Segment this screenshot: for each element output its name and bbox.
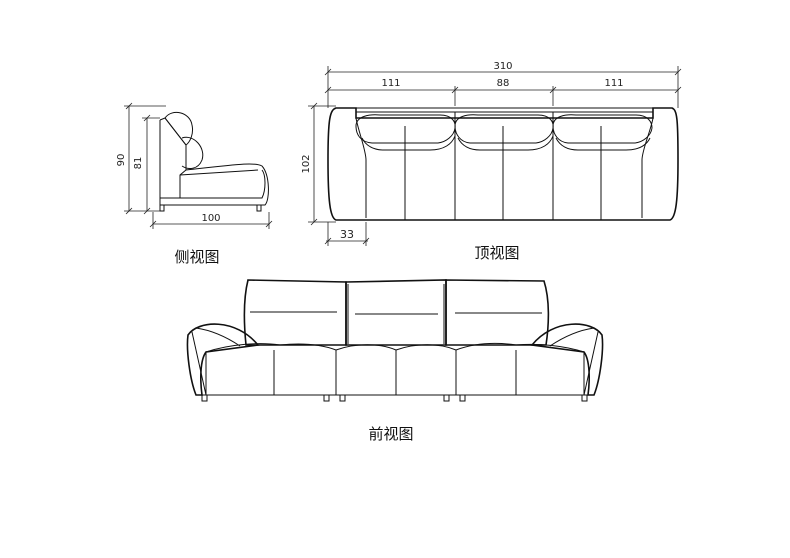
svg-text:310: 310 (493, 61, 512, 72)
top-back-cushion-1 (355, 114, 456, 144)
front-leg-3 (339, 394, 346, 402)
front-arm-right-edge (583, 331, 599, 396)
dim-top-segments: 111 88 111 (324, 78, 682, 106)
side-seat-inner (180, 169, 266, 199)
front-seat (205, 342, 585, 396)
top-cushion-shade-3 (555, 137, 651, 151)
top-cushion-shade-2 (457, 135, 554, 151)
side-back-frame (159, 117, 187, 170)
svg-text:111: 111 (381, 78, 400, 89)
dim-side-depth: 100 (149, 212, 273, 229)
front-leg-1 (201, 394, 208, 402)
side-seat-top (179, 169, 259, 176)
front-view-label: 前视图 (368, 425, 413, 443)
top-outer (327, 107, 679, 221)
front-view: 前视图 (186, 279, 604, 443)
front-leg-2 (323, 394, 330, 402)
front-leg-5 (459, 394, 466, 402)
top-back-cushion-3 (552, 114, 653, 144)
svg-text:88: 88 (497, 78, 510, 89)
svg-text:111: 111 (604, 78, 623, 89)
front-arm-right (530, 323, 604, 396)
dim-top-arm-width: 33 (324, 222, 370, 246)
side-back-cushion-upper (164, 111, 193, 146)
top-cushion-shade-1 (361, 135, 456, 151)
svg-text:81: 81 (133, 157, 144, 170)
side-leg-back (256, 204, 262, 212)
svg-text:90: 90 (116, 154, 127, 167)
front-arm-left-curve (195, 327, 241, 347)
side-seat-arm (159, 163, 269, 206)
top-view-label: 顶视图 (474, 244, 519, 262)
side-view: 90 81 100 侧视图 (116, 102, 273, 266)
dim-side-height-back: 81 (133, 114, 160, 215)
front-back-cushion-2 (345, 279, 447, 346)
front-leg-6 (581, 394, 588, 402)
top-arm-right-inner (641, 117, 654, 218)
dim-top-depth: 102 (301, 102, 336, 226)
dim-side-height-total: 90 (116, 102, 166, 215)
front-arm-left (186, 323, 260, 396)
svg-text:33: 33 (340, 228, 354, 241)
side-view-label: 侧视图 (174, 248, 219, 266)
dim-top-width-total: 310 (324, 61, 682, 108)
top-back-cushion-2 (454, 114, 554, 144)
front-leg-4 (443, 394, 450, 402)
svg-text:102: 102 (301, 154, 312, 173)
front-arm-left-edge (191, 331, 207, 396)
svg-text:100: 100 (201, 213, 220, 224)
front-arm-right-curve (549, 327, 595, 347)
top-view: 310 111 88 111 102 (301, 61, 682, 262)
side-leg-front (159, 204, 165, 212)
side-back-cushion-lower (181, 136, 204, 169)
